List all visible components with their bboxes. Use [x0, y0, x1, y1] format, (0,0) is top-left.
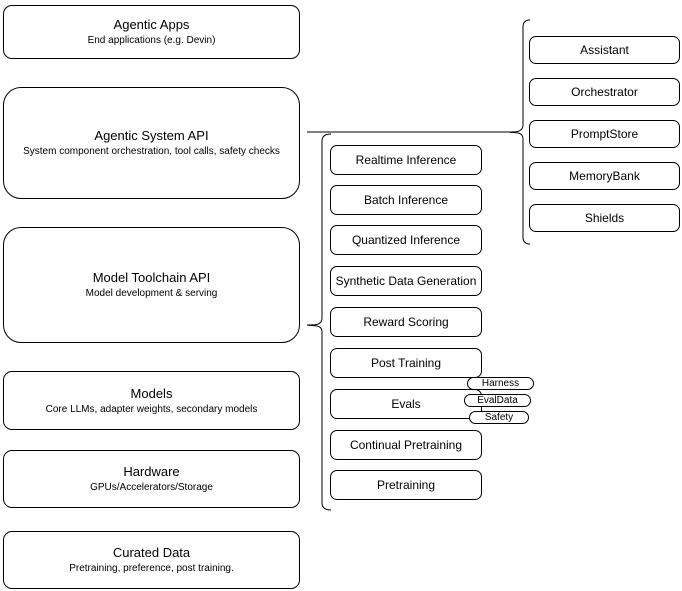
node-synthetic-data-generation: Synthetic Data Generation — [330, 266, 482, 296]
node-title: Curated Data — [112, 545, 191, 560]
node-label: Orchestrator — [571, 85, 638, 99]
node-batch-inference: Batch Inference — [330, 185, 482, 215]
node-label: PromptStore — [570, 127, 639, 141]
node-orchestrator: Orchestrator — [529, 78, 680, 106]
node-label: Continual Pretraining — [349, 438, 463, 452]
node-label: MemoryBank — [569, 169, 640, 183]
node-curated-data: Curated Data Pretraining, preference, po… — [3, 531, 300, 589]
node-promptstore: PromptStore — [529, 120, 680, 148]
node-label: Evals — [391, 397, 421, 411]
node-hardware: Hardware GPUs/Accelerators/Storage — [3, 450, 300, 508]
node-models: Models Core LLMs, adapter weights, secon… — [3, 371, 300, 430]
node-subtitle: System component orchestration, tool cal… — [23, 146, 280, 157]
node-title: Hardware — [123, 464, 180, 479]
node-subtitle: Core LLMs, adapter weights, secondary mo… — [45, 403, 258, 415]
node-assistant: Assistant — [529, 36, 680, 64]
node-label: Assistant — [580, 43, 629, 57]
toolchain-services-brace — [306, 133, 332, 511]
node-label: Realtime Inference — [355, 153, 457, 167]
node-subtitle: Model development & serving — [85, 288, 218, 299]
node-label: Pretraining — [376, 478, 436, 492]
node-label: Synthetic Data Generation — [335, 274, 477, 288]
node-subtitle: GPUs/Accelerators/Storage — [90, 482, 213, 493]
node-title: Models — [130, 385, 173, 401]
node-title: Model Toolchain API — [92, 270, 211, 285]
tag-harness: Harness — [467, 377, 534, 390]
node-subtitle: Pretraining, preference, post training. — [69, 563, 234, 574]
node-shields: Shields — [529, 204, 680, 232]
node-model-toolchain-api: Model Toolchain API Model development & … — [3, 227, 300, 343]
tag-label: EvalData — [477, 394, 518, 406]
node-evals: Evals — [330, 389, 482, 419]
node-title: Agentic System API — [94, 128, 209, 143]
node-reward-scoring: Reward Scoring — [330, 307, 482, 337]
node-post-training: Post Training — [330, 348, 482, 378]
node-label: Post Training — [370, 356, 442, 370]
tag-evaldata: EvalData — [464, 394, 531, 407]
node-agentic-apps: Agentic Apps End applications (e.g. Devi… — [3, 5, 300, 59]
node-realtime-inference: Realtime Inference — [330, 145, 482, 175]
node-pretraining: Pretraining — [330, 470, 482, 500]
tag-label: Safety — [484, 411, 514, 423]
node-continual-pretraining: Continual Pretraining — [330, 430, 482, 460]
tag-safety: Safety — [469, 411, 529, 424]
node-quantized-inference: Quantized Inference — [330, 225, 482, 255]
node-memorybank: MemoryBank — [529, 162, 680, 190]
node-label: Quantized Inference — [351, 233, 461, 247]
node-agentic-system-api: Agentic System API System component orch… — [3, 87, 300, 199]
node-label: Shields — [584, 211, 625, 225]
node-label: Batch Inference — [363, 193, 449, 207]
system-components-brace — [508, 19, 531, 245]
tag-label: Harness — [481, 377, 520, 389]
node-subtitle: End applications (e.g. Devin) — [87, 35, 216, 46]
node-label: Reward Scoring — [363, 315, 449, 329]
node-title: Agentic Apps — [113, 17, 190, 32]
